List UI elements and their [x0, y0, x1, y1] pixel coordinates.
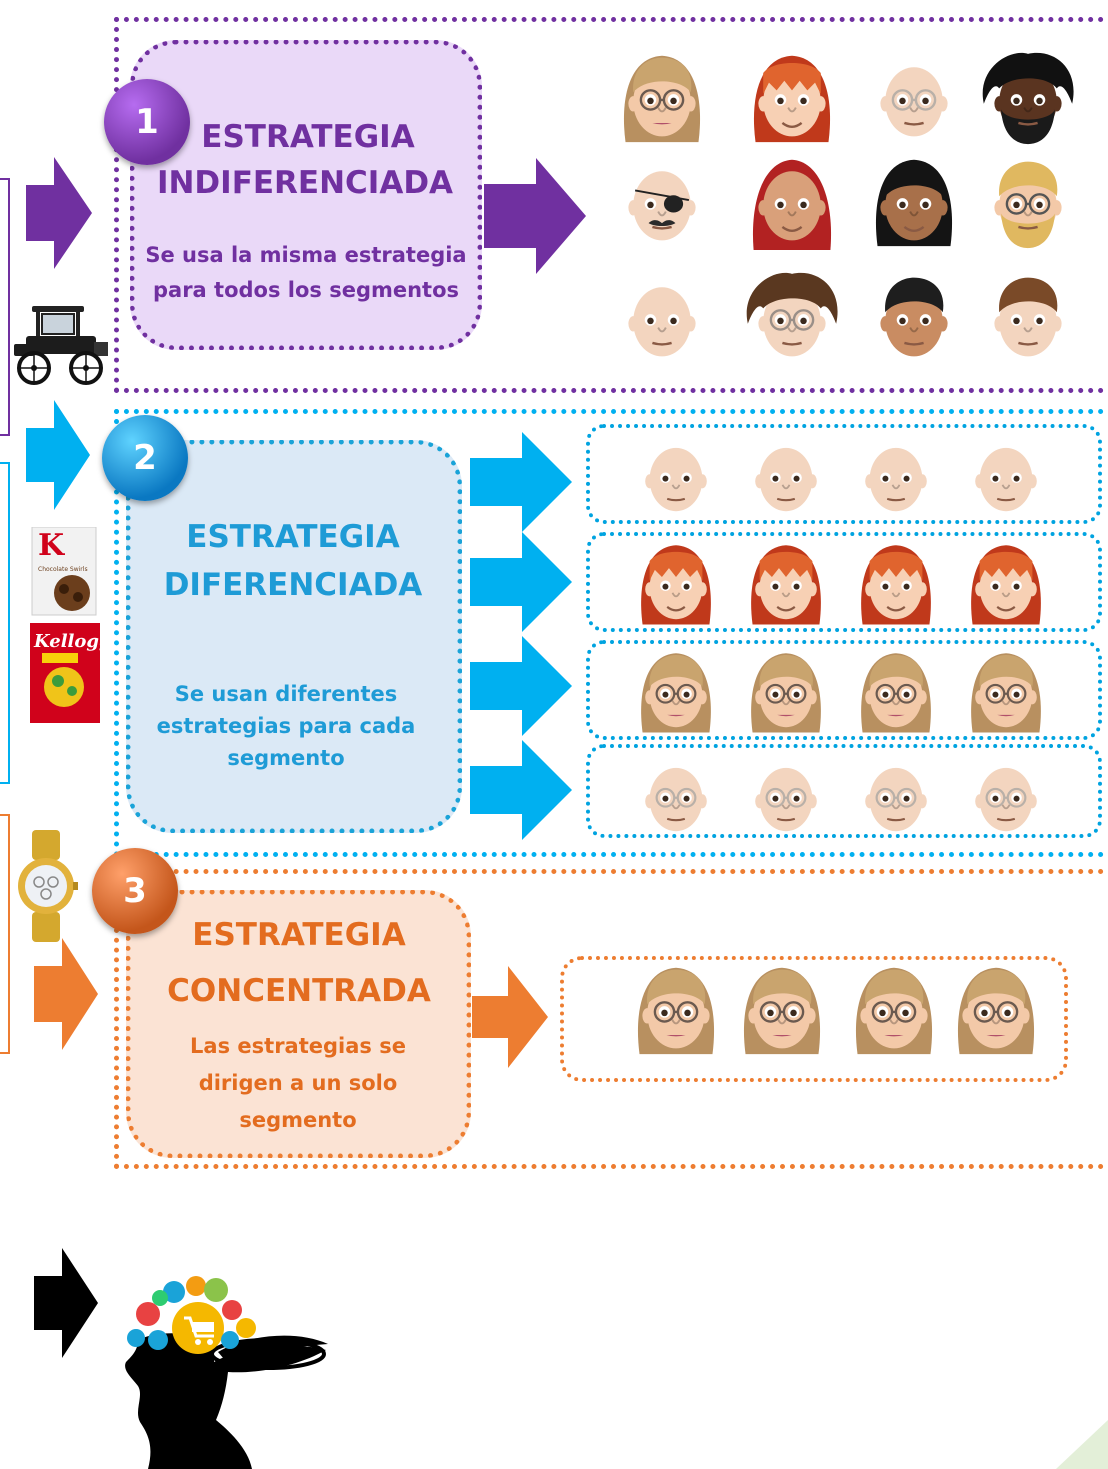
avatar	[628, 171, 696, 241]
strategy-title-line2: DIFERENCIADA	[163, 567, 423, 603]
step-number-badge: 2	[102, 415, 188, 501]
strategy-title-line2: CONCENTRADA	[167, 973, 431, 1009]
segment-group-box	[586, 640, 1102, 740]
avatar	[875, 159, 953, 247]
strategy-box-diferenciada	[126, 440, 462, 833]
avatar	[880, 277, 948, 357]
step-number-badge: 3	[92, 848, 178, 934]
section-frame-diferenciada	[114, 409, 1108, 857]
avatar	[645, 767, 707, 832]
avatar	[645, 447, 707, 512]
cereal-box-icon: K Chocolate Swirls Kellogg	[30, 527, 102, 723]
strategy-description-line3: segmento	[227, 746, 345, 770]
arrow-right-icon	[470, 432, 572, 532]
avatar	[751, 545, 821, 625]
avatar	[971, 545, 1041, 625]
avatar	[994, 277, 1062, 357]
segment-group-box	[586, 424, 1102, 524]
avatar	[975, 767, 1037, 832]
segment-group-box	[586, 744, 1102, 838]
avatar	[755, 447, 817, 512]
section-frame-indiferenciada	[114, 17, 1108, 393]
strategy-box-indiferenciada	[130, 40, 482, 350]
head-shopping-icon	[125, 1276, 328, 1469]
arrow-right-icon	[472, 966, 548, 1068]
arrow-right-icon	[484, 158, 586, 274]
strategy-description-line2: para todos los segmentos	[152, 278, 460, 302]
arrow-right-icon	[34, 1248, 98, 1358]
strategy-description-line1: Las estrategias se	[190, 1034, 406, 1058]
avatar	[753, 55, 831, 143]
avatar	[746, 272, 838, 357]
strategy-title-line2: INDIFERENCIADA	[156, 165, 454, 201]
avatar	[752, 159, 832, 250]
avatar	[982, 52, 1074, 145]
avatar	[861, 653, 931, 733]
avatar	[994, 161, 1062, 249]
strategy-title-line1: ESTRATEGIA	[192, 917, 406, 953]
decorative-corner	[1056, 1420, 1108, 1469]
avatar	[641, 545, 711, 625]
svg-text:Kellogg: Kellogg	[33, 631, 102, 652]
avatar	[751, 653, 821, 733]
strategy-title-line1: ESTRATEGIA	[201, 119, 415, 155]
segment-group-box	[586, 532, 1102, 632]
avatar	[628, 287, 696, 357]
arrow-right-icon	[470, 532, 572, 632]
svg-text:K: K	[38, 528, 65, 563]
avatar	[855, 967, 933, 1055]
strategy-description-line1: Se usa la misma estrategia	[145, 243, 467, 267]
sidebar-bracket-concentrada	[0, 814, 10, 1054]
avatar	[755, 767, 817, 832]
strategy-description-line2: dirigen a un solo	[198, 1071, 398, 1095]
avatar	[957, 967, 1035, 1055]
strategy-description-line1: Se usan diferentes	[174, 682, 398, 706]
vintage-car-icon	[14, 306, 108, 385]
strategy-description-line2: estrategias para cada	[156, 714, 416, 738]
arrow-right-icon	[34, 938, 98, 1050]
section-frame-concentrada	[114, 869, 1108, 1169]
sidebar-bracket-diferenciada	[0, 462, 10, 784]
step-number-badge: 1	[104, 79, 190, 165]
avatar	[641, 653, 711, 733]
avatar	[623, 55, 701, 143]
target-segment-box	[560, 956, 1068, 1082]
arrow-right-icon	[26, 157, 92, 269]
strategy-title-line1: ESTRATEGIA	[186, 519, 400, 555]
gold-watch-icon	[18, 830, 78, 942]
avatar	[637, 967, 715, 1055]
arrow-right-icon	[470, 636, 572, 736]
avatar	[865, 767, 927, 832]
strategy-description-line3: segmento	[239, 1108, 357, 1132]
avatar	[975, 447, 1037, 512]
avatar	[865, 447, 927, 512]
strategy-box-concentrada	[126, 890, 471, 1158]
arrow-right-icon	[470, 740, 572, 840]
sidebar-bracket-indiferenciada	[0, 178, 10, 436]
arrow-right-icon	[26, 400, 90, 510]
avatar	[971, 653, 1041, 733]
avatar	[861, 545, 931, 625]
svg-text:Chocolate Swirls: Chocolate Swirls	[38, 566, 88, 573]
avatar	[743, 967, 821, 1055]
avatar	[880, 67, 948, 137]
